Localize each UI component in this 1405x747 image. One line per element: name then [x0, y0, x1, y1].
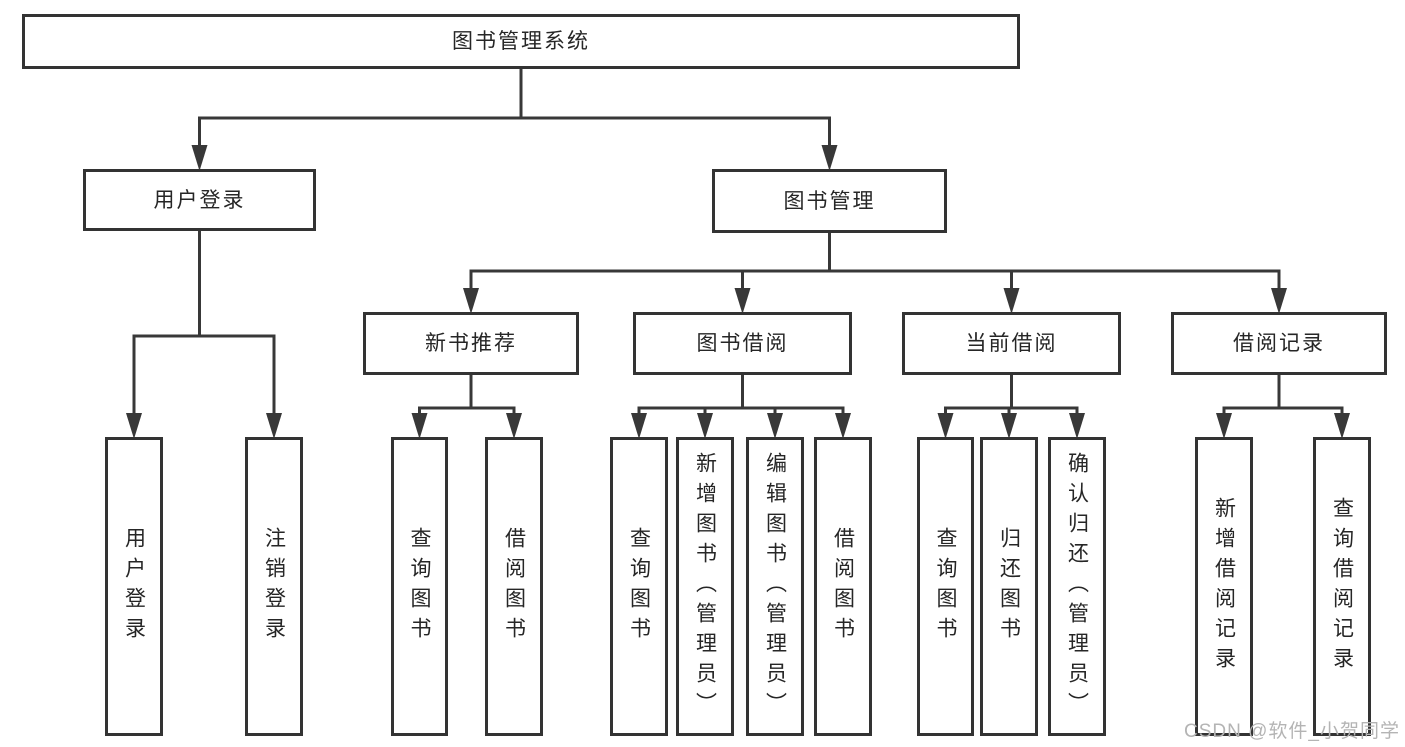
node-label-leaf-logout: 注销登录 [262, 526, 286, 647]
node-leaf-return-book: 归还图书 [980, 437, 1038, 736]
node-label-leaf-query-book-3: 查询图书 [934, 526, 957, 647]
node-leaf-user-login: 用户登录 [105, 437, 163, 736]
node-leaf-query-record: 查询借阅记录 [1313, 437, 1371, 736]
node-label-leaf-user-login: 用户登录 [122, 526, 146, 647]
link-book-mgmt [463, 231, 1287, 314]
link-book-borrow [631, 373, 851, 439]
node-label-borrow-records: 借阅记录 [1233, 332, 1325, 355]
node-leaf-borrow-book-2: 借阅图书 [814, 437, 872, 736]
node-label-new-book: 新书推荐 [425, 332, 517, 355]
node-label-leaf-confirm-return: 确认归还（管理员） [1065, 451, 1089, 722]
node-label-current-borrow: 当前借阅 [965, 332, 1058, 355]
node-label-leaf-query-record: 查询借阅记录 [1330, 496, 1354, 677]
node-leaf-edit-book: 编辑图书（管理员） [746, 437, 804, 736]
node-leaf-logout: 注销登录 [245, 437, 303, 736]
node-label-leaf-edit-book: 编辑图书（管理员） [763, 451, 787, 722]
node-current-borrow: 当前借阅 [902, 312, 1121, 375]
node-label-leaf-return-book: 归还图书 [997, 526, 1021, 647]
node-leaf-query-book-1: 查询图书 [391, 437, 448, 736]
link-borrow-records [1216, 373, 1350, 439]
node-label-root: 图书管理系统 [452, 30, 590, 53]
link-root [191, 67, 838, 171]
node-leaf-query-book-2: 查询图书 [610, 437, 668, 736]
node-book-mgmt: 图书管理 [712, 169, 947, 233]
node-book-borrow: 图书借阅 [633, 312, 852, 375]
node-borrow-records: 借阅记录 [1171, 312, 1387, 375]
node-root: 图书管理系统 [22, 14, 1020, 69]
node-leaf-add-book: 新增图书（管理员） [676, 437, 734, 736]
watermark: CSDN @软件_小贺同学 [1184, 721, 1400, 742]
node-new-book: 新书推荐 [363, 312, 579, 375]
node-label-leaf-query-book-2: 查询图书 [627, 526, 651, 647]
node-leaf-borrow-book-1: 借阅图书 [485, 437, 543, 736]
link-user-login [126, 229, 282, 439]
node-label-leaf-add-book: 新增图书（管理员） [693, 451, 717, 722]
node-label-leaf-borrow-book-2: 借阅图书 [831, 526, 855, 647]
node-leaf-add-record: 新增借阅记录 [1195, 437, 1253, 736]
node-label-book-borrow: 图书借阅 [696, 332, 789, 355]
node-label-leaf-query-book-1: 查询图书 [408, 526, 431, 647]
node-label-user-login: 用户登录 [153, 188, 246, 212]
node-leaf-query-book-3: 查询图书 [917, 437, 974, 736]
node-label-book-mgmt: 图书管理 [783, 189, 876, 213]
node-user-login: 用户登录 [83, 169, 316, 231]
node-leaf-confirm-return: 确认归还（管理员） [1048, 437, 1106, 736]
node-label-leaf-add-record: 新增借阅记录 [1212, 496, 1236, 677]
node-label-leaf-borrow-book-1: 借阅图书 [502, 526, 526, 647]
link-new-book [411, 373, 522, 439]
link-current-borrow [937, 373, 1085, 439]
